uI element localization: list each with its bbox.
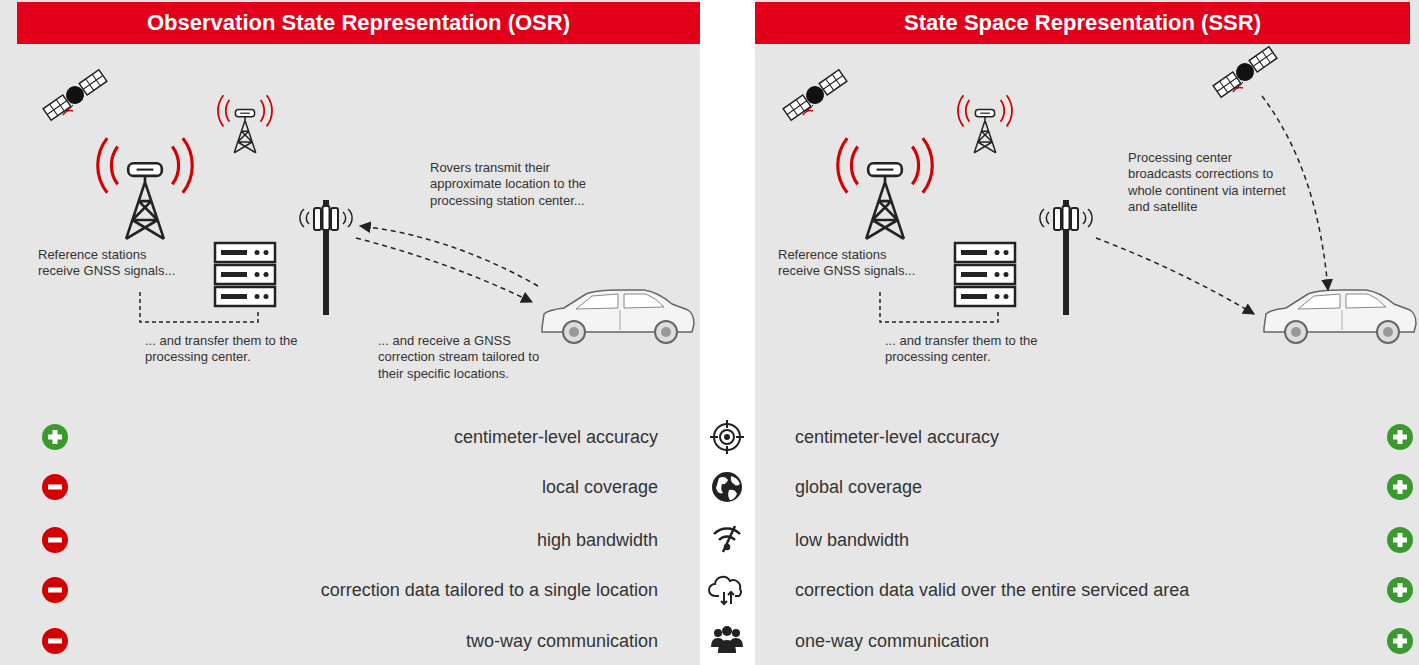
- bandwidth-icon: [719, 537, 735, 540]
- people-icon: [718, 640, 736, 653]
- broadcast-arrow: [1096, 238, 1254, 314]
- globe-icon: [716, 476, 740, 500]
- caption-text: ... and transfer them to the processing …: [885, 333, 1045, 366]
- leader-line: [140, 292, 258, 322]
- reference-station: [838, 138, 933, 239]
- minus-icon: [42, 527, 68, 553]
- people-icon: [722, 626, 732, 636]
- caption-text: ... and transfer them to the processing …: [145, 333, 305, 366]
- reference-station: [126, 163, 164, 239]
- reference-station: [958, 95, 1012, 153]
- people-icon: [711, 626, 743, 653]
- processing-center: [215, 243, 275, 306]
- plus-icon: [1387, 424, 1413, 450]
- feature-text: high bandwidth: [80, 529, 658, 552]
- reference-station: [974, 110, 996, 153]
- minus-icon: [42, 474, 68, 500]
- reference-station: [218, 95, 272, 126]
- accuracy-icon: [725, 435, 729, 439]
- minus-icon: [42, 577, 68, 603]
- cloud-icon: [721, 592, 727, 604]
- reference-station: [234, 110, 256, 153]
- downlink-arrow: [356, 238, 532, 302]
- satellite-symbol: [1212, 45, 1278, 99]
- rover-car: [1264, 290, 1416, 343]
- plus-icon: [1387, 577, 1413, 603]
- accuracy-icon: [726, 446, 728, 454]
- plus-icon: [1387, 474, 1413, 500]
- satellite-symbol: [782, 68, 848, 122]
- panel-heading: Observation State Representation (OSR): [147, 10, 570, 36]
- accuracy-icon: [720, 430, 734, 444]
- feature-text: correction data tailored to a single loc…: [80, 579, 658, 602]
- feature-text: one-way communication: [795, 630, 1365, 653]
- caption-text: Reference stations receive GNSS signals.…: [38, 247, 188, 280]
- bandwidth-icon: [714, 526, 740, 552]
- cloud-icon: [728, 592, 734, 604]
- leader-line: [880, 292, 998, 322]
- globe-icon: [712, 472, 742, 502]
- caption-text: Rovers transmit their approximate locati…: [430, 160, 620, 209]
- reference-station: [838, 138, 933, 193]
- reference-station: [958, 95, 1012, 126]
- bandwidth-icon: [723, 526, 735, 552]
- accuracy-icon: [726, 420, 728, 428]
- header-band: Observation State Representation (OSR): [17, 2, 700, 44]
- feature-text: centimeter-level accuracy: [795, 426, 1365, 449]
- reference-station: [98, 138, 193, 193]
- accuracy-icon: [710, 420, 744, 454]
- feature-text: low bandwidth: [795, 529, 1365, 552]
- uplink-arrow: [360, 226, 538, 286]
- minus-icon: [42, 628, 68, 654]
- accuracy-icon: [736, 436, 744, 438]
- cell-tower: [1040, 200, 1092, 315]
- bandwidth-icon: [714, 528, 740, 534]
- feature-text: local coverage: [80, 476, 658, 499]
- cell-tower: [300, 200, 352, 315]
- panel-ground: [0, 0, 700, 665]
- caption-text: Reference stations receive GNSS signals.…: [778, 247, 928, 280]
- cloud-icon: [709, 577, 741, 604]
- panel-heading: State Space Representation (SSR): [904, 10, 1261, 36]
- caption-text: ... and receive a GNSS correction stream…: [378, 333, 556, 382]
- feature-text: centimeter-level accuracy: [80, 426, 658, 449]
- processing-center: [955, 243, 1015, 306]
- reference-station: [218, 95, 272, 153]
- globe-icon: [712, 472, 742, 502]
- feature-text: two-way communication: [80, 630, 658, 653]
- plus-icon: [42, 424, 68, 450]
- panel-ground: [755, 0, 1419, 665]
- people-icon: [714, 629, 722, 637]
- feature-text: correction data valid over the entire se…: [795, 579, 1365, 602]
- people-icon: [732, 629, 740, 637]
- plus-icon: [1387, 628, 1413, 654]
- plus-icon: [1387, 527, 1413, 553]
- accuracy-icon: [710, 436, 718, 438]
- satellite-symbol: [42, 68, 108, 122]
- reference-station: [866, 163, 904, 239]
- header-band: State Space Representation (SSR): [755, 2, 1410, 44]
- feature-text: global coverage: [795, 476, 1365, 499]
- caption-text: Processing center broadcasts corrections…: [1128, 150, 1290, 215]
- rover-car: [542, 290, 694, 343]
- reference-station: [98, 138, 193, 239]
